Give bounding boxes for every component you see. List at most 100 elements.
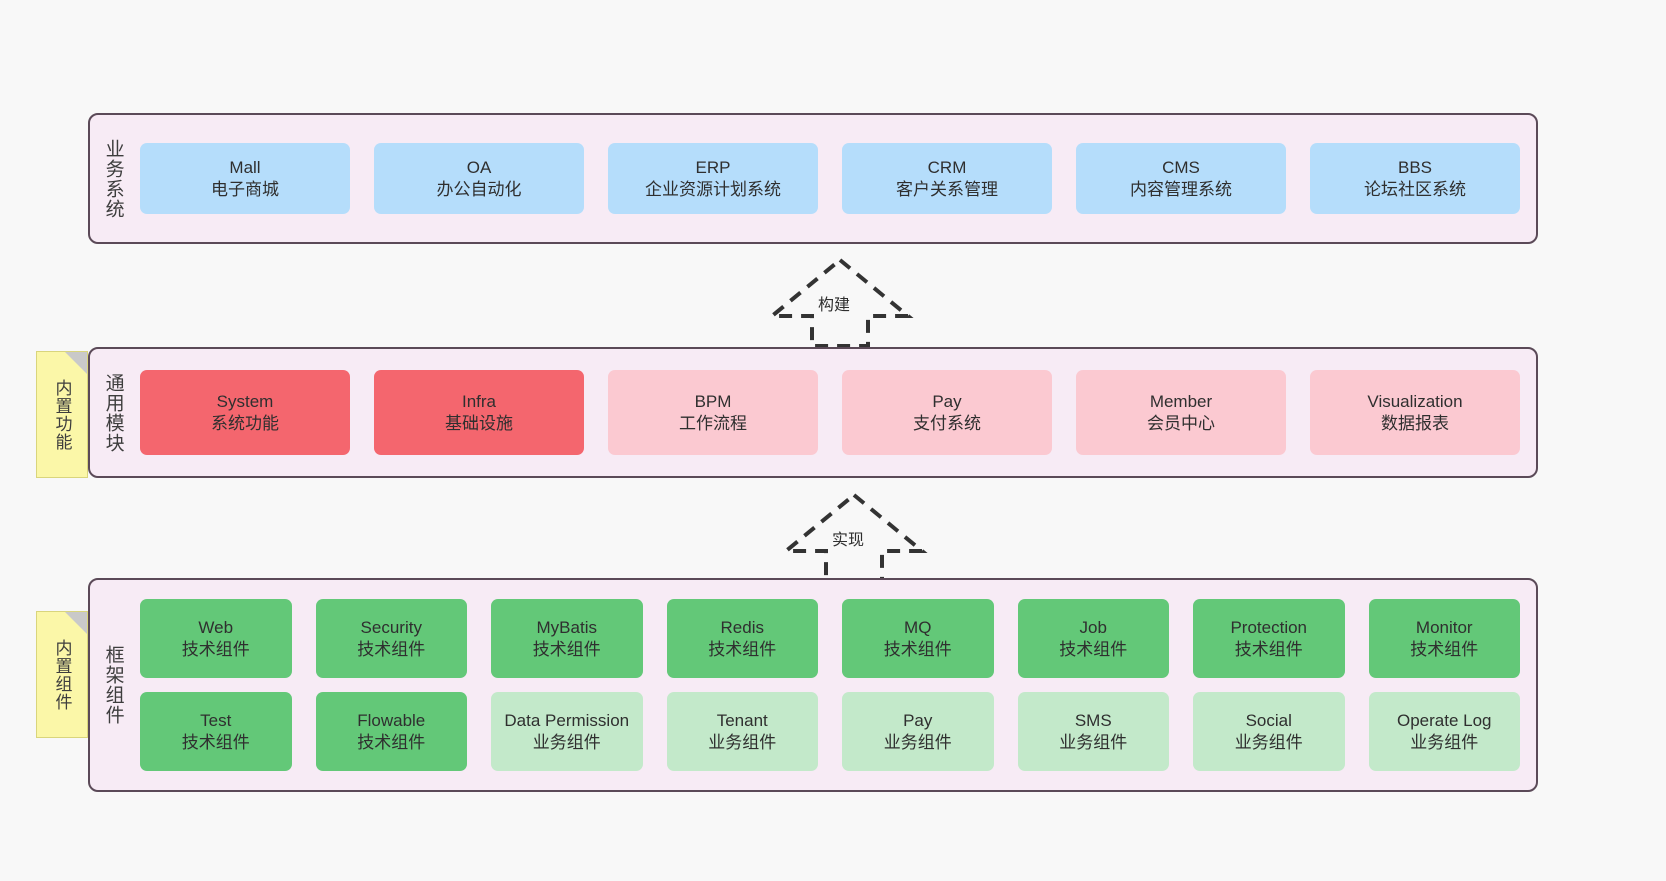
node-bbs[interactable]: BBS 论坛社区系统 (1310, 143, 1520, 214)
node-subtitle: 业务组件 (1059, 732, 1128, 752)
layer-framework-components: 框架组件 Web 技术组件 Security 技术组件 MyBatis 技术组件… (88, 578, 1538, 792)
node-data-permission[interactable]: Data Permission 业务组件 (491, 692, 643, 771)
node-mall[interactable]: Mall 电子商城 (140, 143, 350, 214)
node-subtitle: 业务组件 (883, 732, 952, 752)
node-subtitle: 技术组件 (1234, 639, 1303, 659)
node-title: Flowable (357, 710, 426, 730)
node-subtitle: 办公自动化 (436, 179, 522, 199)
node-title: BBS (1397, 157, 1433, 177)
layer-framework-title: 框架组件 (102, 645, 124, 725)
note-fold-icon (65, 352, 87, 374)
node-mq[interactable]: MQ 技术组件 (842, 599, 994, 678)
note-label: 内置组件 (52, 638, 72, 711)
node-subtitle: 支付系统 (913, 413, 981, 433)
layer-common-title: 通用模块 (102, 372, 124, 453)
node-mybatis[interactable]: MyBatis 技术组件 (491, 599, 643, 678)
node-title: Redis (720, 617, 764, 637)
node-title: CRM (927, 157, 967, 177)
node-subtitle: 电子商城 (211, 179, 279, 199)
node-redis[interactable]: Redis 技术组件 (666, 599, 818, 678)
node-web[interactable]: Web 技术组件 (140, 599, 292, 678)
framework-row-2: Test 技术组件 Flowable 技术组件 Data Permission … (140, 692, 1520, 771)
node-protection[interactable]: Protection 技术组件 (1193, 599, 1345, 678)
node-subtitle: 数据报表 (1381, 413, 1449, 433)
node-flowable[interactable]: Flowable 技术组件 (315, 692, 467, 771)
node-title: Web (198, 617, 234, 637)
generalization-arrow-shape (766, 257, 914, 348)
note-fold-icon (65, 612, 87, 634)
node-title: MQ (904, 617, 932, 637)
node-title: MyBatis (536, 617, 597, 637)
node-operate-log[interactable]: Operate Log 业务组件 (1368, 692, 1520, 771)
node-subtitle: 内容管理系统 (1130, 179, 1232, 199)
node-subtitle: 客户关系管理 (896, 179, 998, 199)
node-erp[interactable]: ERP 企业资源计划系统 (608, 143, 818, 214)
node-subtitle: 工作流程 (679, 413, 747, 433)
node-title: Security (360, 617, 422, 637)
node-title: Protection (1230, 617, 1308, 637)
layer-framework-body: Web 技术组件 Security 技术组件 MyBatis 技术组件 Redi… (136, 580, 1536, 790)
node-title: Member (1149, 391, 1213, 411)
node-subtitle: 技术组件 (532, 639, 601, 659)
layer-common-body: System 系统功能 Infra 基础设施 BPM 工作流程 Pay 支付系统… (136, 349, 1536, 476)
node-subtitle: 技术组件 (357, 732, 426, 752)
business-row: Mall 电子商城 OA 办公自动化 ERP 企业资源计划系统 CRM 客户关系… (140, 143, 1520, 214)
node-title: CMS (1162, 157, 1200, 177)
layer-business-title: 业务系统 (102, 138, 124, 219)
node-visualization[interactable]: Visualization 数据报表 (1310, 370, 1520, 455)
node-pay-component[interactable]: Pay 业务组件 (842, 692, 994, 771)
node-tenant[interactable]: Tenant 业务组件 (666, 692, 818, 771)
connector-implement: 实现 (770, 491, 938, 583)
node-title: Pay (932, 391, 962, 411)
node-title: Job (1079, 617, 1107, 637)
node-subtitle: 技术组件 (181, 732, 250, 752)
node-title: BPM (694, 391, 732, 411)
node-title: System (216, 391, 274, 411)
node-job[interactable]: Job 技术组件 (1017, 599, 1169, 678)
note-built-in-components: 内置组件 (36, 611, 88, 738)
node-title: Visualization (1367, 391, 1463, 411)
node-subtitle: 企业资源计划系统 (645, 179, 781, 199)
node-title: ERP (695, 157, 731, 177)
connector-build-label: 构建 (816, 291, 853, 315)
node-title: SMS (1074, 710, 1112, 730)
framework-row-1: Web 技术组件 Security 技术组件 MyBatis 技术组件 Redi… (140, 599, 1520, 678)
node-test[interactable]: Test 技术组件 (140, 692, 292, 771)
node-title: Pay (903, 710, 933, 730)
node-subtitle: 基础设施 (445, 413, 513, 433)
node-security[interactable]: Security 技术组件 (315, 599, 467, 678)
connector-implement-label: 实现 (830, 526, 867, 550)
node-subtitle: 技术组件 (708, 639, 777, 659)
node-monitor[interactable]: Monitor 技术组件 (1368, 599, 1520, 678)
node-title: Social (1245, 710, 1292, 730)
layer-business-body: Mall 电子商城 OA 办公自动化 ERP 企业资源计划系统 CRM 客户关系… (136, 115, 1536, 242)
node-crm[interactable]: CRM 客户关系管理 (842, 143, 1052, 214)
node-member[interactable]: Member 会员中心 (1076, 370, 1286, 455)
node-sms[interactable]: SMS 业务组件 (1017, 692, 1169, 771)
node-bpm[interactable]: BPM 工作流程 (608, 370, 818, 455)
node-subtitle: 会员中心 (1147, 413, 1215, 433)
node-subtitle: 业务组件 (1410, 732, 1479, 752)
node-subtitle: 技术组件 (1410, 639, 1479, 659)
node-social[interactable]: Social 业务组件 (1193, 692, 1345, 771)
common-row: System 系统功能 Infra 基础设施 BPM 工作流程 Pay 支付系统… (140, 370, 1520, 455)
node-subtitle: 技术组件 (357, 639, 426, 659)
node-subtitle: 系统功能 (211, 413, 279, 433)
node-cms[interactable]: CMS 内容管理系统 (1076, 143, 1286, 214)
node-subtitle: 业务组件 (532, 732, 601, 752)
node-oa[interactable]: OA 办公自动化 (374, 143, 584, 214)
node-subtitle: 论坛社区系统 (1364, 179, 1466, 199)
layer-common-modules: 通用模块 System 系统功能 Infra 基础设施 BPM 工作流程 Pay… (88, 347, 1538, 478)
node-title: Operate Log (1396, 710, 1492, 730)
node-title: Data Permission (504, 710, 630, 730)
node-subtitle: 技术组件 (1059, 639, 1128, 659)
connector-build: 构建 (756, 256, 924, 348)
node-title: Tenant (716, 710, 768, 730)
note-label: 内置功能 (52, 378, 72, 451)
node-system[interactable]: System 系统功能 (140, 370, 350, 455)
node-pay-module[interactable]: Pay 支付系统 (842, 370, 1052, 455)
node-title: OA (466, 157, 492, 177)
node-subtitle: 业务组件 (1234, 732, 1303, 752)
node-infra[interactable]: Infra 基础设施 (374, 370, 584, 455)
